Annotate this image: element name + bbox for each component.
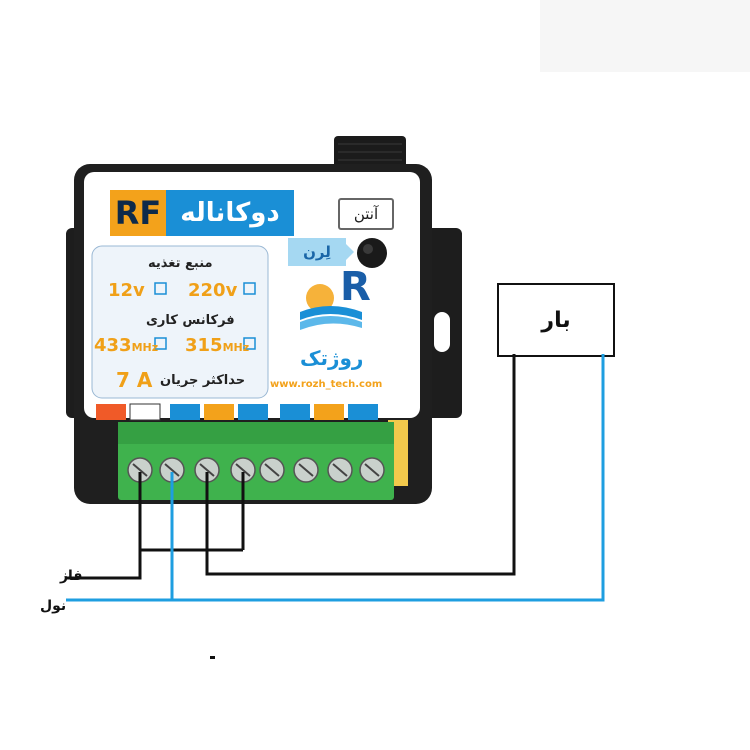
- screw-slot-4: [235, 463, 251, 477]
- screw-slot-5: [264, 463, 280, 477]
- phase-label: فاز: [60, 568, 83, 584]
- max-current-value: 7 A: [116, 368, 153, 392]
- brand-name: روژتک: [300, 346, 364, 370]
- screw-slot-2: [164, 463, 180, 477]
- stray-mark: [210, 656, 215, 659]
- max-current-label: حداکثر جریان: [160, 373, 246, 388]
- power-220v: 220v: [188, 280, 238, 301]
- neutral-label: نول: [40, 598, 67, 614]
- sun-logo-icon: [300, 284, 362, 330]
- checkbox-12v: [154, 282, 167, 295]
- frequency-label: فرکانس کاری: [146, 313, 235, 328]
- phase-wire: [66, 354, 516, 580]
- antenna-label: آنتن: [338, 198, 394, 230]
- brand-url: www.rozh_tech.com: [270, 379, 383, 390]
- screw-slot-3: [199, 463, 215, 477]
- screw-slot-7: [332, 463, 348, 477]
- power-label: منبع تغذیه: [148, 256, 213, 271]
- screw-slot-1: [132, 463, 148, 477]
- checkbox-220v: [243, 282, 256, 295]
- brand-title: دوکاناله: [166, 190, 294, 236]
- spec-panel: [91, 245, 269, 399]
- checkbox-433: [154, 337, 167, 350]
- neutral-wire: [170, 354, 605, 602]
- screw-slot-6: [298, 463, 314, 477]
- freq-433: 433MHz: [94, 335, 159, 356]
- load-box: [497, 283, 615, 357]
- load-label: بار: [541, 308, 571, 333]
- learn-label: لِرن: [288, 238, 346, 266]
- checkbox-315: [243, 337, 256, 350]
- learn-arrow-icon: [346, 244, 354, 260]
- mount-hole: [434, 312, 450, 352]
- power-12v: 12v: [108, 280, 145, 301]
- screw-slot-8: [364, 463, 380, 477]
- brand-rf-badge: RF: [110, 190, 166, 236]
- terminal-tags: [96, 403, 378, 421]
- freq-315: 315MHz: [185, 335, 250, 356]
- background-patch: [540, 0, 750, 72]
- logo-letter: R: [340, 264, 371, 310]
